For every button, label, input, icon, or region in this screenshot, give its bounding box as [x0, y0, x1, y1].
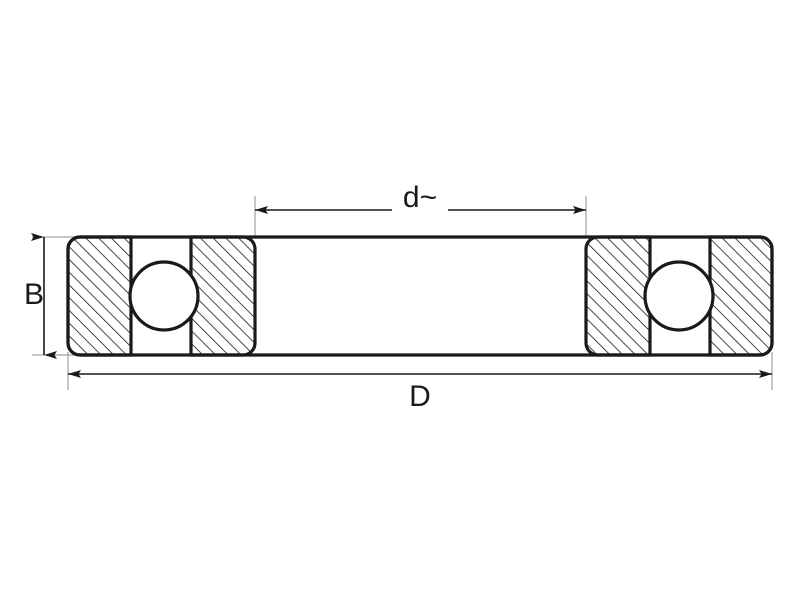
left-inner-race-hatch — [191, 237, 255, 355]
left-outer-race-hatch — [68, 237, 131, 355]
right-inner-race-edge — [584, 235, 652, 357]
right-bearing-group — [584, 235, 774, 357]
dimension-label-width: B — [24, 278, 44, 311]
right-outer-race-edge — [708, 235, 774, 357]
left-inner-race-edge — [189, 235, 257, 357]
left-outer-race-edge — [66, 235, 133, 357]
dimension-outer-diameter: D — [68, 370, 772, 413]
dimension-width: B — [24, 233, 57, 359]
dimension-label-outer-diameter: D — [409, 380, 431, 413]
left-rolling-ball — [128, 260, 200, 332]
right-outer-race-hatch — [710, 237, 772, 355]
right-inner-race-hatch — [586, 237, 650, 355]
right-rolling-ball — [643, 260, 715, 332]
dimension-label-bore-bg — [392, 182, 448, 216]
dimension-bore: d~ — [255, 181, 586, 216]
left-bearing-group — [66, 235, 257, 357]
dimension-label-bore: d~ — [403, 181, 437, 214]
